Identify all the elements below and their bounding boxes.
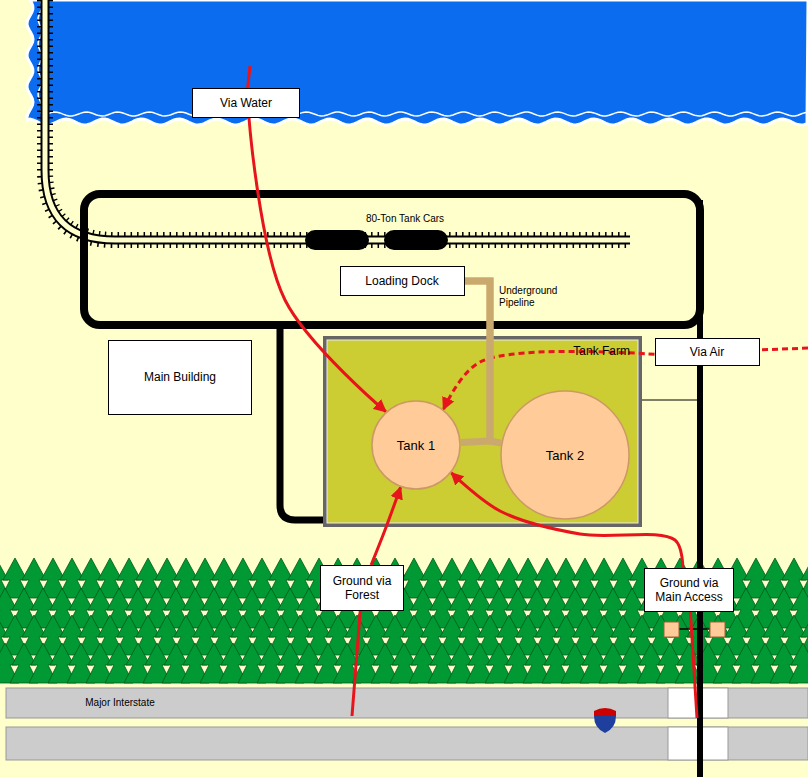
underground-pipeline: [461, 281, 490, 443]
node-text: Via Water: [220, 96, 272, 110]
node-text: Ground via Forest: [328, 574, 396, 603]
node-text: Via Air: [690, 345, 724, 359]
approach-label: Ground via Forest: [320, 565, 404, 611]
building-box: Loading Dock: [340, 266, 465, 296]
site-road: [84, 194, 700, 325]
tree: [789, 643, 808, 683]
underground-pipeline: [465, 281, 502, 443]
interstate-lane: [6, 727, 808, 760]
node-text: Tank 1: [397, 438, 435, 453]
tank-circle: [372, 401, 460, 489]
rail-gap: [45, 0, 630, 240]
approach-arrow: [451, 473, 682, 568]
approach-tail: [707, 348, 808, 352]
gate: [664, 622, 725, 637]
node-text: Ground via Main Access: [652, 576, 726, 605]
approach-tail: [352, 588, 362, 716]
equipment-label: 80-Ton Tank Cars: [366, 213, 444, 225]
tank-circle: [501, 391, 629, 519]
railroad: [45, 0, 630, 240]
storage-tank: Tank 1: [371, 400, 461, 490]
approach-tails: [246, 66, 808, 718]
tank-farm: Tank FarmTank 1 Tank 2: [325, 338, 640, 525]
shield-top: [594, 708, 616, 716]
storage-tank: Tank 2: [500, 390, 630, 520]
tank-car: [305, 230, 369, 250]
rail-line: [45, 0, 630, 240]
building-box: Main Building: [108, 340, 252, 415]
gate-post: [710, 622, 725, 637]
rail-ties: [45, 0, 630, 240]
water-ripple: [38, 0, 807, 116]
approach-label: Via Water: [192, 88, 300, 118]
gate-bar: [679, 628, 710, 630]
shield-body: [594, 716, 616, 733]
tank-farm-area: [325, 338, 640, 525]
approach-label: Ground via Main Access: [644, 568, 734, 612]
road-label: Major Interstate: [85, 697, 154, 709]
node-text: Tank 2: [546, 448, 584, 463]
tank-outline: [500, 390, 630, 520]
main-access-road: [697, 200, 703, 777]
interstate-lane: [6, 688, 808, 718]
gate-post: [664, 622, 679, 637]
water: [27, 0, 808, 125]
node-text: Tank Farm: [573, 344, 630, 358]
interstate-shield: [594, 708, 616, 733]
forest: [0, 558, 808, 683]
tank-car: [384, 230, 448, 250]
approach-arrow: [249, 118, 386, 412]
fence-line: [640, 400, 700, 401]
water-body: [27, 0, 808, 125]
tank-farm-ground: [325, 338, 640, 525]
node-text: Loading Dock: [365, 274, 438, 288]
node-text: Main Building: [144, 370, 216, 384]
pipeline-label: Underground Pipeline: [499, 285, 565, 309]
site-road: [280, 325, 327, 520]
approach-label: Via Air: [655, 338, 760, 366]
approach-tail: [689, 590, 697, 718]
tank-outline: [371, 400, 461, 490]
approach-arrow: [371, 487, 400, 565]
approach-tail: [246, 66, 250, 103]
approach-arrow: [443, 351, 654, 409]
connectors: [249, 118, 683, 568]
tank-farm-border: [327, 340, 638, 523]
